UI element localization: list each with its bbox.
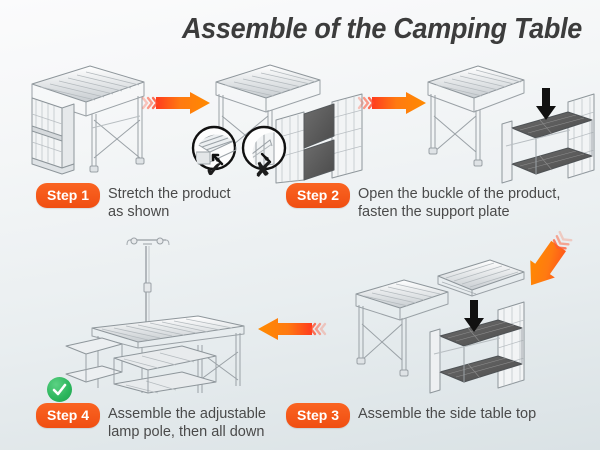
step-1-illustration — [18, 58, 148, 178]
cross-mark-incorrect: ✘ — [254, 158, 273, 183]
page-title: Assemble of the Camping Table — [181, 13, 582, 45]
arrow-insert-shelf-top — [536, 88, 556, 120]
check-mark-correct: ✔ — [205, 158, 224, 183]
detail-inset-incorrect — [240, 124, 288, 172]
step-3-badge: Step 3 — [286, 403, 351, 428]
step-2-result-illustration — [420, 58, 598, 184]
step-4-badge: Step 4 — [36, 403, 101, 428]
step-4-illustration — [58, 228, 264, 394]
arrow-insert-side-table-top — [464, 300, 484, 332]
step-3-illustration — [342, 252, 528, 397]
step-2-badge: Step 2 — [286, 183, 351, 208]
step-1-badge: Step 1 — [36, 183, 101, 208]
arrow-step1-to-step2 — [141, 88, 214, 118]
step-3-row: Step 3 Assemble the side table top — [286, 403, 536, 428]
arrow-step3-to-step4 — [244, 313, 327, 345]
step-1-row: Step 1 Stretch the product as shown — [36, 183, 231, 221]
step-2-row: Step 2 Open the buckle of the product, f… — [286, 183, 560, 221]
arrow-down-to-step3 — [516, 228, 576, 300]
detail-inset-correct — [190, 124, 238, 172]
step-1-text: Stretch the product as shown — [108, 186, 231, 220]
step-2-text: Open the buckle of the product, fasten t… — [358, 186, 561, 220]
completion-check-icon — [47, 377, 72, 402]
step-4-row: Step 4 Assemble the adjustable lamp pole… — [36, 403, 266, 441]
step-2-illustration — [208, 58, 368, 184]
arrow-step2-to-step2b — [357, 88, 430, 118]
step-3-text: Assemble the side table top — [358, 406, 537, 422]
step-4-text: Assemble the adjustable lamp pole, then … — [108, 406, 267, 440]
